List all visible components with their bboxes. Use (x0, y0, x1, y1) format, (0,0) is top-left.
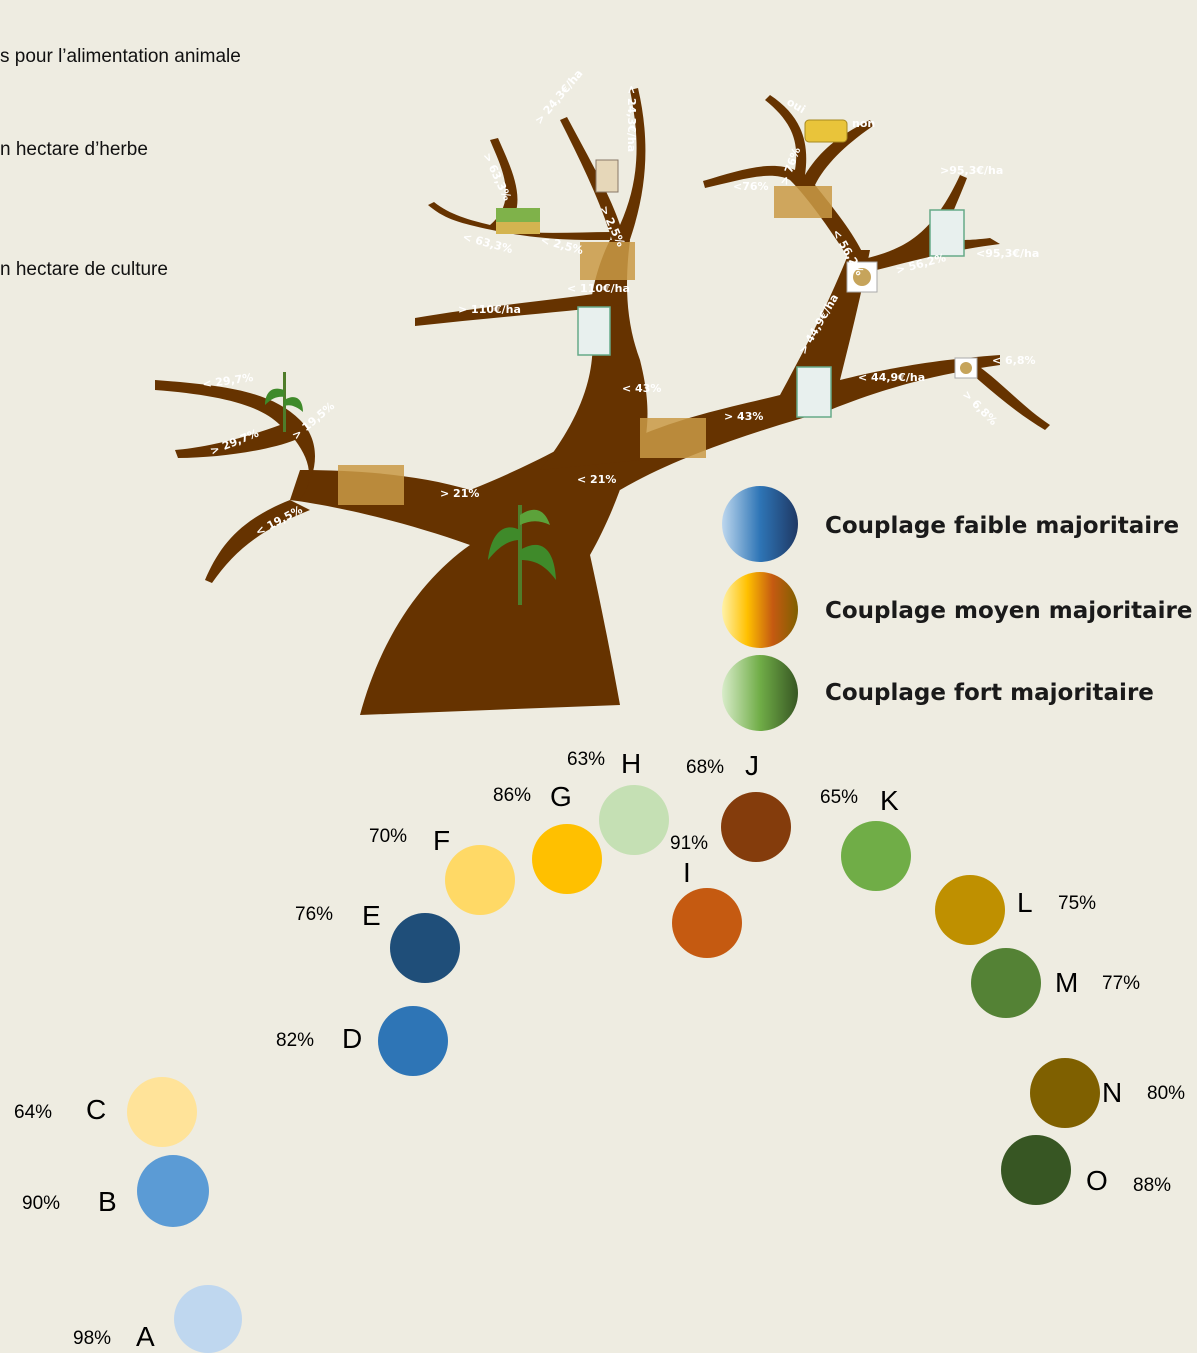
node-percent-g: 86% (493, 785, 532, 806)
branch-NO (965, 360, 1050, 430)
node-circle-g (532, 824, 602, 894)
branch-label-efgh-up: < 110€/ha (567, 282, 630, 295)
branch-label-trunk-left: > 21% (440, 487, 479, 500)
node-percent-n: 80% (1147, 1083, 1186, 1104)
legend-swatch-weak (722, 486, 798, 562)
node-percent-i: 91% (670, 833, 709, 854)
node-letter-e: E (362, 900, 381, 931)
node-letter-j: J (745, 750, 759, 781)
node-circle-k (841, 821, 911, 891)
node-circle-n (1030, 1058, 1100, 1128)
branch-label-h: < 24,3€/ha (625, 85, 638, 152)
node-percent-f: 70% (369, 826, 408, 847)
node-circle-o (1001, 1135, 1071, 1205)
legend-label-strong: Couplage fort majoritaire (825, 680, 1154, 706)
node-percent-c: 64% (14, 1102, 53, 1123)
node-percent-l: 75% (1058, 893, 1097, 914)
node-circle-b (137, 1155, 209, 1227)
node-letter-l: L (1017, 887, 1033, 918)
legend-label-medium: Couplage moyen majoritaire (825, 598, 1193, 624)
node-letter-c: C (86, 1094, 107, 1125)
node-circle-d (378, 1006, 448, 1076)
branch-label-m: <95,3€/ha (976, 247, 1039, 260)
corn-plant-icon (265, 372, 556, 605)
node-circle-f (445, 845, 515, 915)
legend-swatch-medium (722, 572, 798, 648)
branch-IJK (703, 95, 873, 260)
node-letter-a: A (136, 1321, 155, 1352)
branch-label-mid-right: > 43% (724, 410, 763, 423)
grain-sack-icon (595, 159, 619, 193)
side-text-1: s pour l’alimentation animale (0, 46, 241, 67)
branch-label-c: < 29,7% (202, 371, 255, 391)
side-text-2: n hectare d’herbe (0, 139, 148, 160)
branch-label-i: <76% (733, 180, 769, 193)
node-letter-k: K (880, 785, 899, 816)
fertilizer-bag-icon (577, 209, 965, 418)
side-text-3: n hectare de culture (0, 259, 168, 280)
node-circle-a (174, 1285, 242, 1353)
hay-bale-icon (804, 119, 848, 143)
branch-label-n: < 6,8% (992, 354, 1036, 367)
node-percent-k: 65% (820, 787, 859, 808)
branch-A (205, 500, 310, 583)
node-letter-g: G (550, 781, 572, 812)
node-circle-h (599, 785, 669, 855)
branch-label-k: non (852, 117, 875, 130)
branch-label-o: > 6,8% (960, 388, 1000, 428)
node-circle-j (721, 792, 791, 862)
wheat-icon (338, 186, 832, 505)
node-letter-m: M (1055, 967, 1079, 998)
node-percent-m: 77% (1102, 973, 1141, 994)
node-letter-o: O (1086, 1165, 1108, 1196)
decision-tree-diagram: > 21%< 21%< 19,5%> 19,5%> 29,7%< 29,7%< … (0, 46, 1193, 1353)
node-percent-o: 88% (1133, 1175, 1172, 1196)
node-circle-l (935, 875, 1005, 945)
node-percent-d: 82% (276, 1030, 315, 1051)
branch-GH (560, 88, 646, 245)
branch-label-g: > 24,3€/ha (532, 67, 585, 127)
field-icon (496, 208, 540, 234)
node-percent-h: 63% (567, 749, 606, 770)
node-circle-i (672, 888, 742, 958)
branch-label-mid-left: < 43% (622, 382, 661, 395)
branch-label-no: < 44,9€/ha (858, 371, 925, 384)
branch-label-e: < 63,3% (461, 230, 514, 256)
feed-pellets-icon (846, 261, 978, 379)
node-letter-h: H (621, 748, 642, 779)
node-percent-b: 90% (22, 1193, 61, 1214)
node-percent-e: 76% (295, 904, 334, 925)
limb-left (155, 380, 315, 500)
branch-label-l: >95,3€/ha (940, 164, 1003, 177)
node-circle-e (390, 913, 460, 983)
node-percent-a: 98% (73, 1328, 112, 1349)
branch-label-trunk-right: < 21% (577, 473, 616, 486)
legend-swatch-strong (722, 655, 798, 731)
node-letter-i: I (683, 857, 691, 888)
node-letter-f: F (433, 825, 451, 856)
node-letter-d: D (342, 1023, 363, 1054)
branch-D (415, 290, 625, 326)
node-letter-n: N (1102, 1077, 1123, 1108)
legend-label-weak: Couplage faible majoritaire (825, 513, 1180, 539)
node-letter-b: B (98, 1186, 117, 1217)
branch-label-d: > 110€/ha (458, 303, 521, 316)
node-circle-c (127, 1077, 197, 1147)
tree-graphic: > 21%< 21%< 19,5%> 19,5%> 29,7%< 29,7%< … (155, 67, 1050, 715)
node-percent-j: 68% (686, 757, 725, 778)
node-circle-m (971, 948, 1041, 1018)
